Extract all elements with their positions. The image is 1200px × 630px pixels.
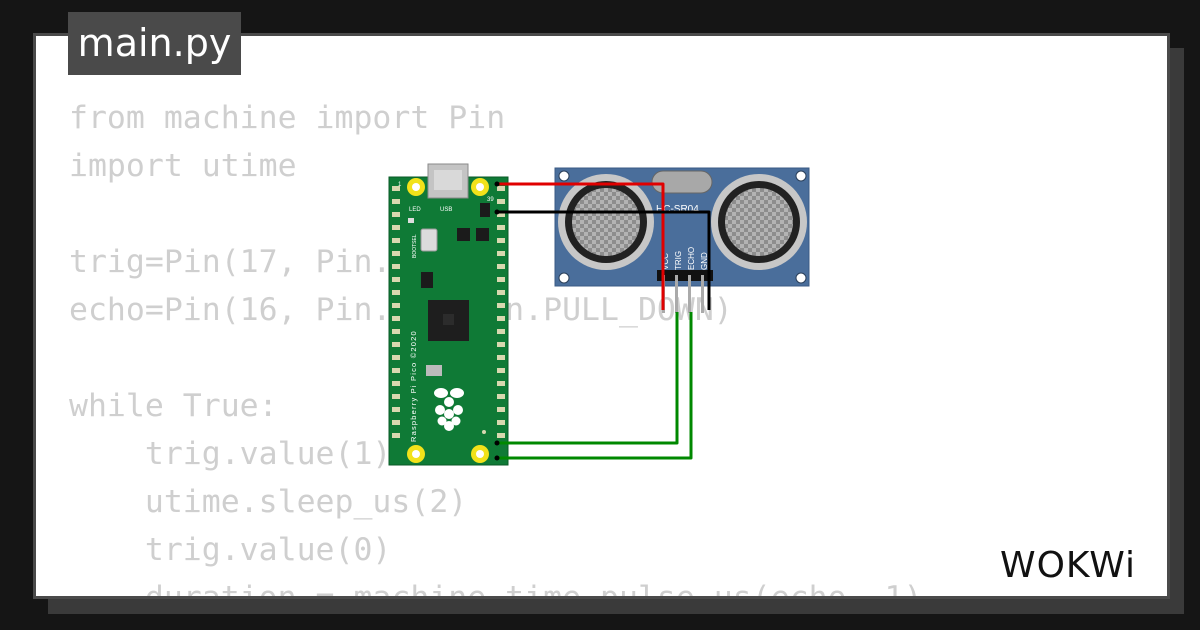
- code-line: import utime: [69, 148, 297, 184]
- raspberry-logo-icon: [434, 388, 464, 431]
- pin-label-vcc: VCC: [661, 253, 670, 270]
- mount-hole: [558, 272, 570, 284]
- pin-label-trig: TRIG: [674, 251, 683, 270]
- ultrasonic-transducer-left: [558, 174, 654, 270]
- mount-hole-pad: [407, 445, 425, 463]
- code-line: while True:: [69, 388, 278, 424]
- bootsel-label: BOOTSEL: [412, 234, 418, 258]
- wire-endpoint: [494, 181, 500, 187]
- bootsel-button[interactable]: [420, 228, 438, 252]
- pico-pins-right: [497, 186, 505, 438]
- wire-gnd[interactable]: [497, 210, 711, 310]
- usb-label: USB: [440, 207, 452, 213]
- led-label: LED: [409, 207, 421, 213]
- code-line: from machine import Pin: [69, 100, 506, 136]
- wokwi-logo[interactable]: WOKWi: [998, 539, 1168, 585]
- raspberry-pi-pico[interactable]: USB LED 1 39 BOOTSEL Raspberry Pi Pico ©…: [388, 163, 509, 466]
- smd-component: [421, 272, 433, 288]
- sensor-model-label: HC-SR04: [656, 204, 699, 215]
- file-tab[interactable]: main.py: [68, 12, 241, 75]
- mount-hole: [558, 170, 570, 182]
- wire-vcc[interactable]: [497, 182, 665, 310]
- mount-hole-pad: [471, 445, 489, 463]
- smd-component: [476, 228, 489, 241]
- code-line: trig.value(0): [69, 532, 392, 568]
- wire-endpoint: [494, 455, 500, 461]
- wire-echo[interactable]: [497, 312, 693, 460]
- rp2040-chip-mark: [443, 314, 454, 325]
- hc-sr04-sensor[interactable]: HC-SR04 VCC TRIG ECHO GND: [554, 167, 810, 313]
- board-label: Raspberry Pi Pico ©2020: [409, 330, 418, 442]
- wire-endpoint: [494, 209, 500, 215]
- ultrasonic-transducer-right: [711, 174, 807, 270]
- wire-trig[interactable]: [497, 312, 679, 445]
- logo-text: WOKWi: [1000, 545, 1136, 585]
- test-pad: [482, 430, 486, 434]
- pico-pins-left: [392, 186, 400, 438]
- pin-label-gnd: GND: [700, 252, 709, 270]
- led: [408, 218, 414, 223]
- smd-component: [457, 228, 470, 241]
- mount-hole: [795, 272, 807, 284]
- mount-hole: [795, 170, 807, 182]
- flash-crystal: [426, 365, 442, 376]
- wire-endpoint: [494, 440, 500, 446]
- code-line: duration = machine.time_pulse_us(echo, 1…: [69, 580, 923, 599]
- usb-connector-inner: [434, 170, 462, 190]
- regulator-chip: [480, 203, 490, 217]
- pin-1-label: 1: [398, 182, 402, 188]
- pin-label-echo: ECHO: [687, 247, 696, 270]
- mount-hole-pad: [471, 178, 489, 196]
- code-line: trig.value(1): [69, 436, 392, 472]
- crystal: [651, 170, 713, 194]
- file-tab-label: main.py: [77, 21, 232, 65]
- pin-39-label: 39: [487, 197, 494, 203]
- sensor-header: [657, 270, 713, 313]
- code-line: utime.sleep_us(2): [69, 484, 468, 520]
- mount-hole-pad: [407, 178, 425, 196]
